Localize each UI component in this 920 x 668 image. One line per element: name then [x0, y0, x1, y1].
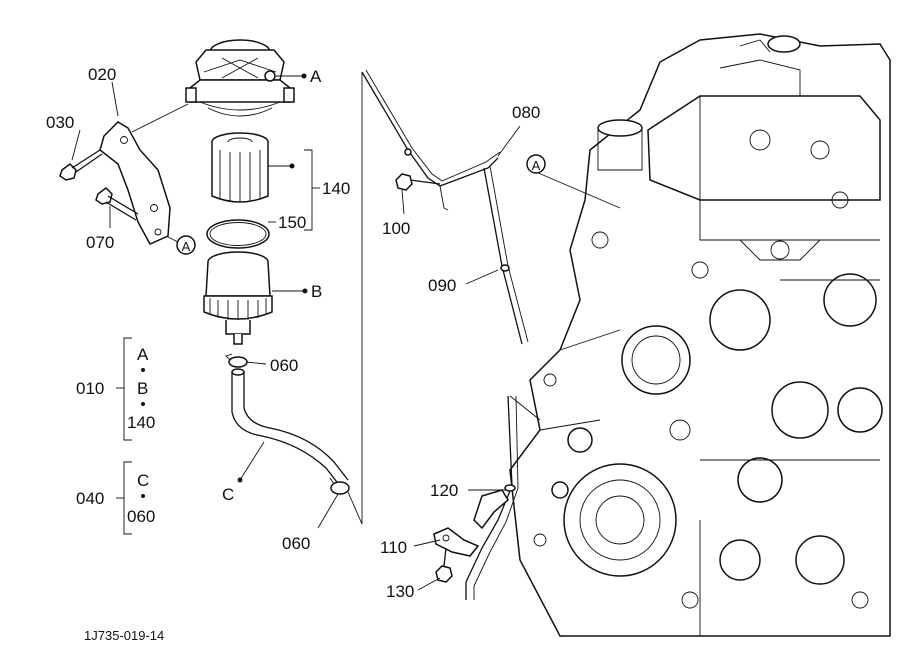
leader-lines-left: [71, 73, 363, 529]
return-pipe[interactable]: [465, 395, 519, 600]
bolt-130[interactable]: [435, 547, 453, 583]
kit-010-dot-1: [141, 368, 145, 372]
o-ring[interactable]: [206, 219, 270, 249]
label-150[interactable]: 150: [278, 213, 306, 232]
bolt-070[interactable]: [95, 187, 139, 221]
mounting-bracket[interactable]: [99, 121, 171, 245]
label-b[interactable]: B: [311, 282, 322, 301]
diagram-code: 1J735-019-14: [84, 628, 164, 643]
kit-040-item-060: 060: [127, 507, 155, 526]
fuel-pipe-090[interactable]: [483, 165, 529, 345]
label-060-bottom[interactable]: 060: [282, 534, 310, 553]
label-120[interactable]: 120: [430, 481, 458, 500]
bolt-100[interactable]: [395, 173, 441, 191]
label-060-top[interactable]: 060: [270, 356, 298, 375]
bracket-010: [123, 337, 132, 441]
kit-010-item-140: 140: [127, 413, 155, 432]
label-130[interactable]: 130: [386, 582, 414, 601]
o-ring-inner: [209, 222, 267, 246]
filter-element[interactable]: [211, 132, 269, 203]
engine-block[interactable]: [509, 33, 891, 637]
filter-bowl[interactable]: [203, 251, 273, 345]
label-030[interactable]: 030: [46, 113, 74, 132]
kit-040-dot: [141, 494, 145, 498]
fuel-pipe-080[interactable]: [361, 69, 501, 211]
label-140[interactable]: 140: [322, 179, 350, 198]
clip-bracket-110[interactable]: [433, 527, 480, 557]
ref-circle-a-bracket: [176, 235, 196, 255]
label-020[interactable]: 020: [88, 65, 116, 84]
kit-040-item-c: C: [137, 471, 149, 490]
bolt-030[interactable]: [59, 149, 103, 181]
label-080[interactable]: 080: [512, 103, 540, 122]
label-090[interactable]: 090: [428, 276, 456, 295]
ref-a-engine-label: A: [532, 158, 541, 173]
label-100[interactable]: 100: [382, 219, 410, 238]
hose-clamp-top[interactable]: [225, 353, 248, 368]
hose-clamp-bottom[interactable]: [329, 477, 350, 495]
label-c[interactable]: C: [222, 485, 234, 504]
kit-040-number[interactable]: 040: [76, 489, 104, 508]
kit-010-item-b: B: [137, 379, 148, 398]
kit-010-number[interactable]: 010: [76, 379, 104, 398]
label-110[interactable]: 110: [380, 538, 407, 557]
kit-010-item-a: A: [137, 345, 149, 364]
fuel-hose[interactable]: [231, 368, 349, 487]
filter-head[interactable]: [185, 39, 295, 117]
label-070[interactable]: 070: [86, 233, 114, 252]
kit-010-dot-2: [141, 402, 145, 406]
label-a-head[interactable]: A: [310, 67, 322, 86]
ref-circle-a-engine: [526, 154, 546, 174]
bracket-140: [304, 149, 313, 231]
ref-a-bracket-label: A: [182, 239, 191, 254]
leader-lines-right: [401, 125, 621, 591]
